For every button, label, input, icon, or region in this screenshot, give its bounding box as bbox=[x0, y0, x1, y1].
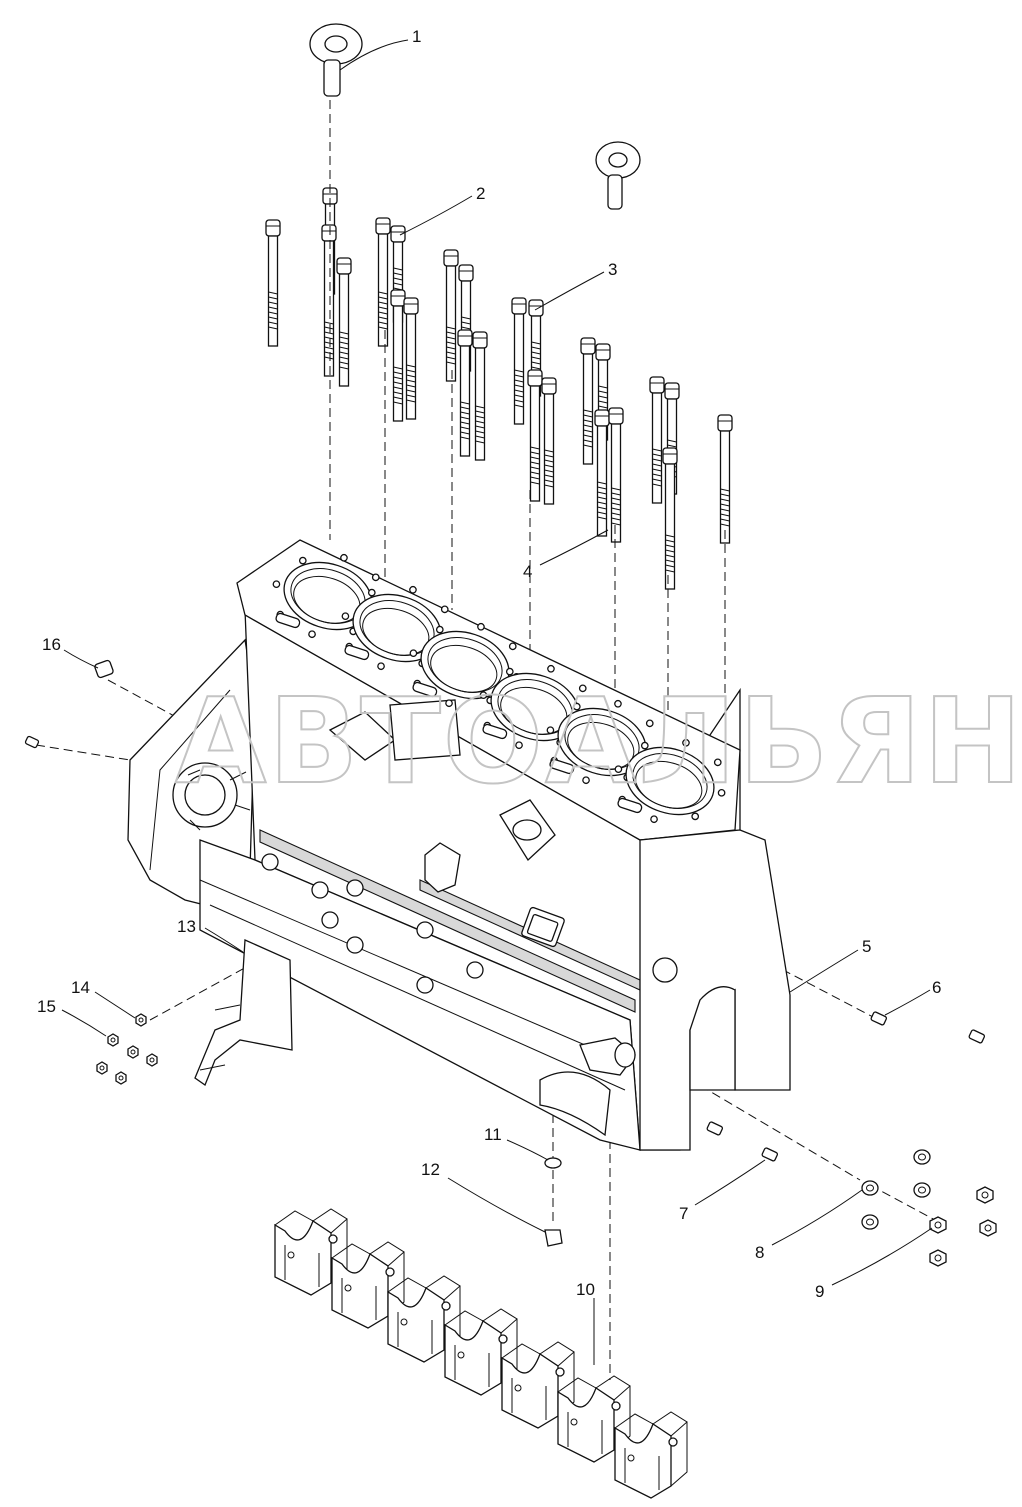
nuts-left-group bbox=[96, 1013, 158, 1085]
head-bolt bbox=[458, 264, 474, 372]
seal-ring-11 bbox=[544, 1157, 562, 1169]
svg-text:14: 14 bbox=[71, 978, 90, 997]
dowel-left bbox=[24, 735, 40, 749]
svg-text:7: 7 bbox=[679, 1204, 688, 1223]
callout-6: 6 bbox=[884, 978, 941, 1016]
head-bolt bbox=[375, 217, 391, 347]
head-bolt bbox=[472, 331, 488, 461]
head-bolt bbox=[457, 329, 473, 457]
nut bbox=[107, 1033, 119, 1047]
dowel-6 bbox=[870, 1011, 986, 1044]
cylinder-bore bbox=[614, 738, 726, 824]
head-bolt bbox=[541, 377, 557, 505]
svg-text:11: 11 bbox=[484, 1125, 502, 1144]
nut bbox=[146, 1053, 158, 1067]
svg-text:10: 10 bbox=[576, 1280, 595, 1299]
washer bbox=[861, 1214, 879, 1230]
svg-text:13: 13 bbox=[177, 917, 196, 936]
washer bbox=[913, 1149, 931, 1165]
callout-12: 12 bbox=[421, 1160, 546, 1233]
cylinder-bores bbox=[272, 553, 726, 824]
head-bolt bbox=[595, 343, 611, 441]
head-bolt bbox=[649, 376, 665, 504]
head-bolt bbox=[403, 297, 419, 420]
main-bearing-caps bbox=[274, 1208, 688, 1499]
nut bbox=[96, 1061, 108, 1075]
callout-10: 10 bbox=[576, 1280, 595, 1365]
svg-text:2: 2 bbox=[476, 184, 485, 203]
dowel-7 bbox=[706, 1121, 779, 1162]
lifting-eye-1 bbox=[309, 23, 363, 97]
washer bbox=[913, 1182, 931, 1198]
nut bbox=[115, 1071, 127, 1085]
callout-16: 16 bbox=[42, 635, 99, 669]
callout-9: 9 bbox=[815, 1227, 933, 1301]
nut bbox=[979, 1219, 997, 1237]
head-bolt bbox=[608, 407, 624, 543]
nut bbox=[135, 1013, 147, 1027]
dowel-16 bbox=[94, 659, 114, 679]
lifting-eye-2 bbox=[595, 141, 641, 210]
head-bolt bbox=[511, 297, 527, 425]
head-bolts bbox=[265, 187, 733, 590]
washers-nuts-right-group bbox=[861, 1149, 997, 1267]
head-bolt bbox=[336, 257, 352, 387]
main-bearing-cap bbox=[501, 1341, 575, 1429]
svg-text:6: 6 bbox=[932, 978, 941, 997]
svg-text:15: 15 bbox=[37, 997, 56, 1016]
svg-text:4: 4 bbox=[523, 562, 532, 581]
main-bearing-cap bbox=[444, 1308, 518, 1396]
washer bbox=[861, 1180, 879, 1196]
head-bolt bbox=[390, 289, 406, 422]
svg-text:12: 12 bbox=[421, 1160, 440, 1179]
svg-text:8: 8 bbox=[755, 1243, 764, 1262]
nut bbox=[929, 1216, 947, 1234]
main-bearing-cap bbox=[614, 1411, 688, 1499]
callout-8: 8 bbox=[755, 1189, 863, 1262]
main-bearing-cap bbox=[557, 1375, 631, 1463]
callout-2: 2 bbox=[399, 184, 485, 236]
svg-text:9: 9 bbox=[815, 1282, 824, 1301]
nut bbox=[929, 1249, 947, 1267]
head-bolt bbox=[580, 337, 596, 465]
callout-13: 13 bbox=[177, 917, 244, 953]
head-bolt bbox=[662, 447, 678, 590]
nut bbox=[127, 1045, 139, 1059]
head-bolt bbox=[265, 219, 281, 347]
main-bearing-cap bbox=[274, 1208, 348, 1296]
head-bolt bbox=[321, 224, 337, 377]
svg-text:5: 5 bbox=[862, 937, 871, 956]
callout-7: 7 bbox=[679, 1159, 766, 1223]
head-bolt bbox=[717, 414, 733, 544]
callout-15: 15 bbox=[37, 997, 107, 1037]
callout-3: 3 bbox=[534, 260, 617, 311]
head-bolt bbox=[527, 369, 543, 502]
callout-11: 11 bbox=[484, 1125, 549, 1161]
callout-14: 14 bbox=[71, 978, 136, 1019]
main-bearing-cap bbox=[331, 1241, 405, 1329]
head-bolt bbox=[443, 249, 459, 382]
plug-12 bbox=[544, 1229, 563, 1247]
callouts: 1 2 3 4 5 6 7 8 bbox=[37, 27, 941, 1365]
head-bolt bbox=[594, 409, 610, 537]
svg-text:3: 3 bbox=[608, 260, 617, 279]
svg-text:1: 1 bbox=[412, 27, 421, 46]
svg-text:16: 16 bbox=[42, 635, 61, 654]
bracket-13 bbox=[194, 939, 293, 1087]
callout-4: 4 bbox=[523, 529, 609, 581]
nut bbox=[976, 1186, 994, 1204]
callout-5: 5 bbox=[789, 937, 871, 993]
callout-1: 1 bbox=[339, 27, 421, 71]
watermark-text: АВТОАЛЬЯНС bbox=[175, 672, 1022, 810]
